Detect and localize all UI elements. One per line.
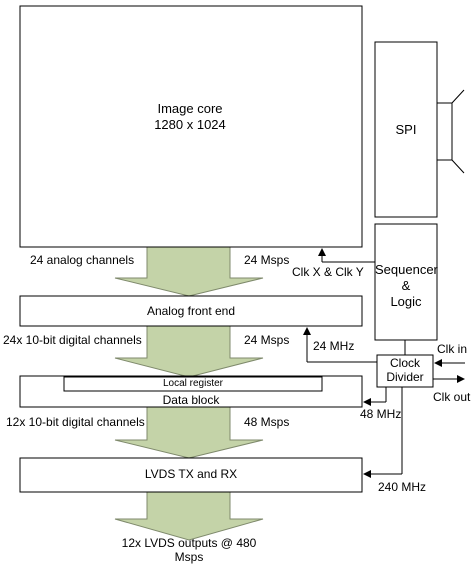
sequencer-line2: & (401, 278, 411, 293)
f24-label: 24 MHz (313, 339, 355, 353)
output-label-line1: 12x LVDS outputs @ 480 (121, 536, 257, 550)
sequencer-block (374, 223, 438, 341)
clock-divider-line2: Divider (386, 370, 424, 384)
clk-in-label: Clk in (437, 342, 468, 356)
flow-arrow-1 (114, 246, 264, 297)
local-register-block (63, 376, 323, 392)
clk-xy-label: Clk X & Clk Y (292, 265, 364, 279)
f48-label: 48 MHz (360, 407, 402, 421)
f240-label: 240 MHz (378, 480, 427, 494)
stage2-channels-label: 24x 10-bit digital channels (3, 333, 142, 347)
clock-divider-block (376, 354, 434, 388)
spi-interface-lines (437, 89, 465, 174)
data-block-label: Data block (162, 393, 220, 407)
lvds-block (19, 457, 363, 493)
output-label-line2: Msps (174, 550, 204, 564)
analog-front-end-block (19, 295, 363, 327)
clock-divider-line1: Clock (389, 356, 420, 370)
flow-arrow-2 (114, 325, 264, 378)
analog-front-end-label: Analog front end (146, 304, 236, 318)
lvds-label: LVDS TX and RX (144, 467, 238, 481)
image-core-title: Image core (157, 101, 223, 116)
local-register-label: Local register (162, 378, 224, 389)
stage1-rate-label: 24 Msps (244, 253, 290, 267)
image-core-block (19, 5, 363, 248)
clk-out-label: Clk out (433, 390, 471, 404)
flow-arrow-output (114, 491, 264, 541)
stage1-channels-label: 24 analog channels (30, 253, 135, 267)
clk-48mhz-connector (363, 387, 387, 406)
stage3-rate-label: 48 Msps (244, 415, 290, 429)
flow-arrow-3 (114, 406, 264, 459)
stage2-rate-label: 24 Msps (244, 333, 290, 347)
spi-label: SPI (395, 122, 417, 137)
image-core-resolution: 1280 x 1024 (154, 117, 226, 132)
spi-block (374, 41, 438, 218)
stage3-channels-label: 12x 10-bit digital channels (6, 415, 145, 429)
clk-24mhz-connector (303, 327, 377, 363)
sequencer-line3: Logic (390, 294, 422, 309)
clk-240mhz-connector (363, 387, 403, 478)
sequencer-line1: Sequencer (375, 262, 438, 277)
clk-xy-connector (318, 248, 375, 263)
